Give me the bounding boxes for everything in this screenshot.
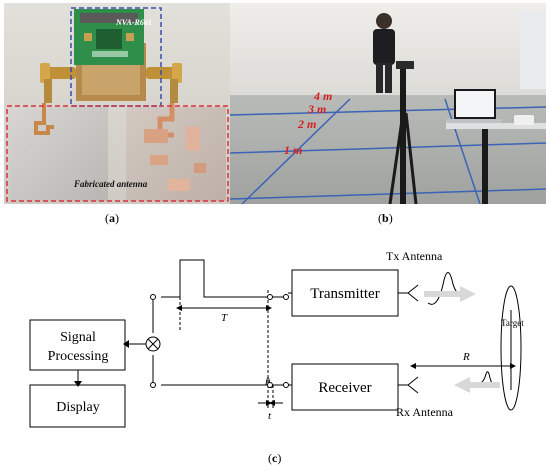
- receiver-block: [291, 363, 399, 411]
- photo-fabricated-antenna: NVA-R661 Fabricated antenna: [4, 3, 231, 204]
- person-head: [376, 13, 392, 29]
- tx-antenna-label: Tx Antenna: [386, 249, 443, 263]
- photo-measurement-setup: 4 m 3 m 2 m 1 m: [230, 3, 546, 204]
- antenna-highlight-box: [6, 105, 229, 202]
- person-body: [373, 29, 395, 65]
- receiver-label: Receiver: [318, 380, 371, 396]
- period-label: T: [221, 312, 228, 324]
- radar-block-diagram: Signal Processing Display Transmitter Re…: [29, 249, 524, 428]
- photo-a-illustration: NVA-R661 Fabricated antenna: [4, 3, 231, 204]
- antenna-stand: [400, 61, 406, 204]
- target-label: Target: [501, 318, 524, 328]
- chip-label: NVA-R661: [115, 18, 152, 27]
- distance-label-2m: 2 m: [297, 117, 316, 131]
- distance-label-3m: 3 m: [307, 102, 326, 116]
- transmitter-label: Transmitter: [310, 286, 379, 302]
- signal-processing-block: [29, 319, 126, 371]
- distance-label-4m: 4 m: [313, 89, 332, 103]
- antenna-label: Fabricated antenna: [73, 179, 148, 189]
- sma-connector-right: [146, 67, 178, 79]
- antenna-substrate-left: [10, 107, 108, 201]
- target-ellipse: [500, 285, 522, 411]
- caption-b: (b): [378, 211, 393, 225]
- sma-connector-left: [44, 67, 76, 79]
- range-label: R: [462, 351, 470, 363]
- display-label: Display: [56, 400, 100, 415]
- transmitter-block: [291, 269, 399, 317]
- signal-processing-label-line1: Signal: [60, 330, 96, 345]
- display-block: [29, 384, 126, 428]
- caption-a: (a): [105, 211, 119, 225]
- caption-c: (c): [268, 451, 282, 465]
- signal-processing-label-line2: Processing: [48, 349, 109, 364]
- table: [446, 123, 546, 129]
- rx-antenna-label: Rx Antenna: [396, 405, 454, 419]
- distance-label-1m: 1 m: [284, 143, 302, 157]
- delay-label: t: [268, 410, 272, 422]
- photo-b-illustration: 4 m 3 m 2 m 1 m: [230, 3, 546, 204]
